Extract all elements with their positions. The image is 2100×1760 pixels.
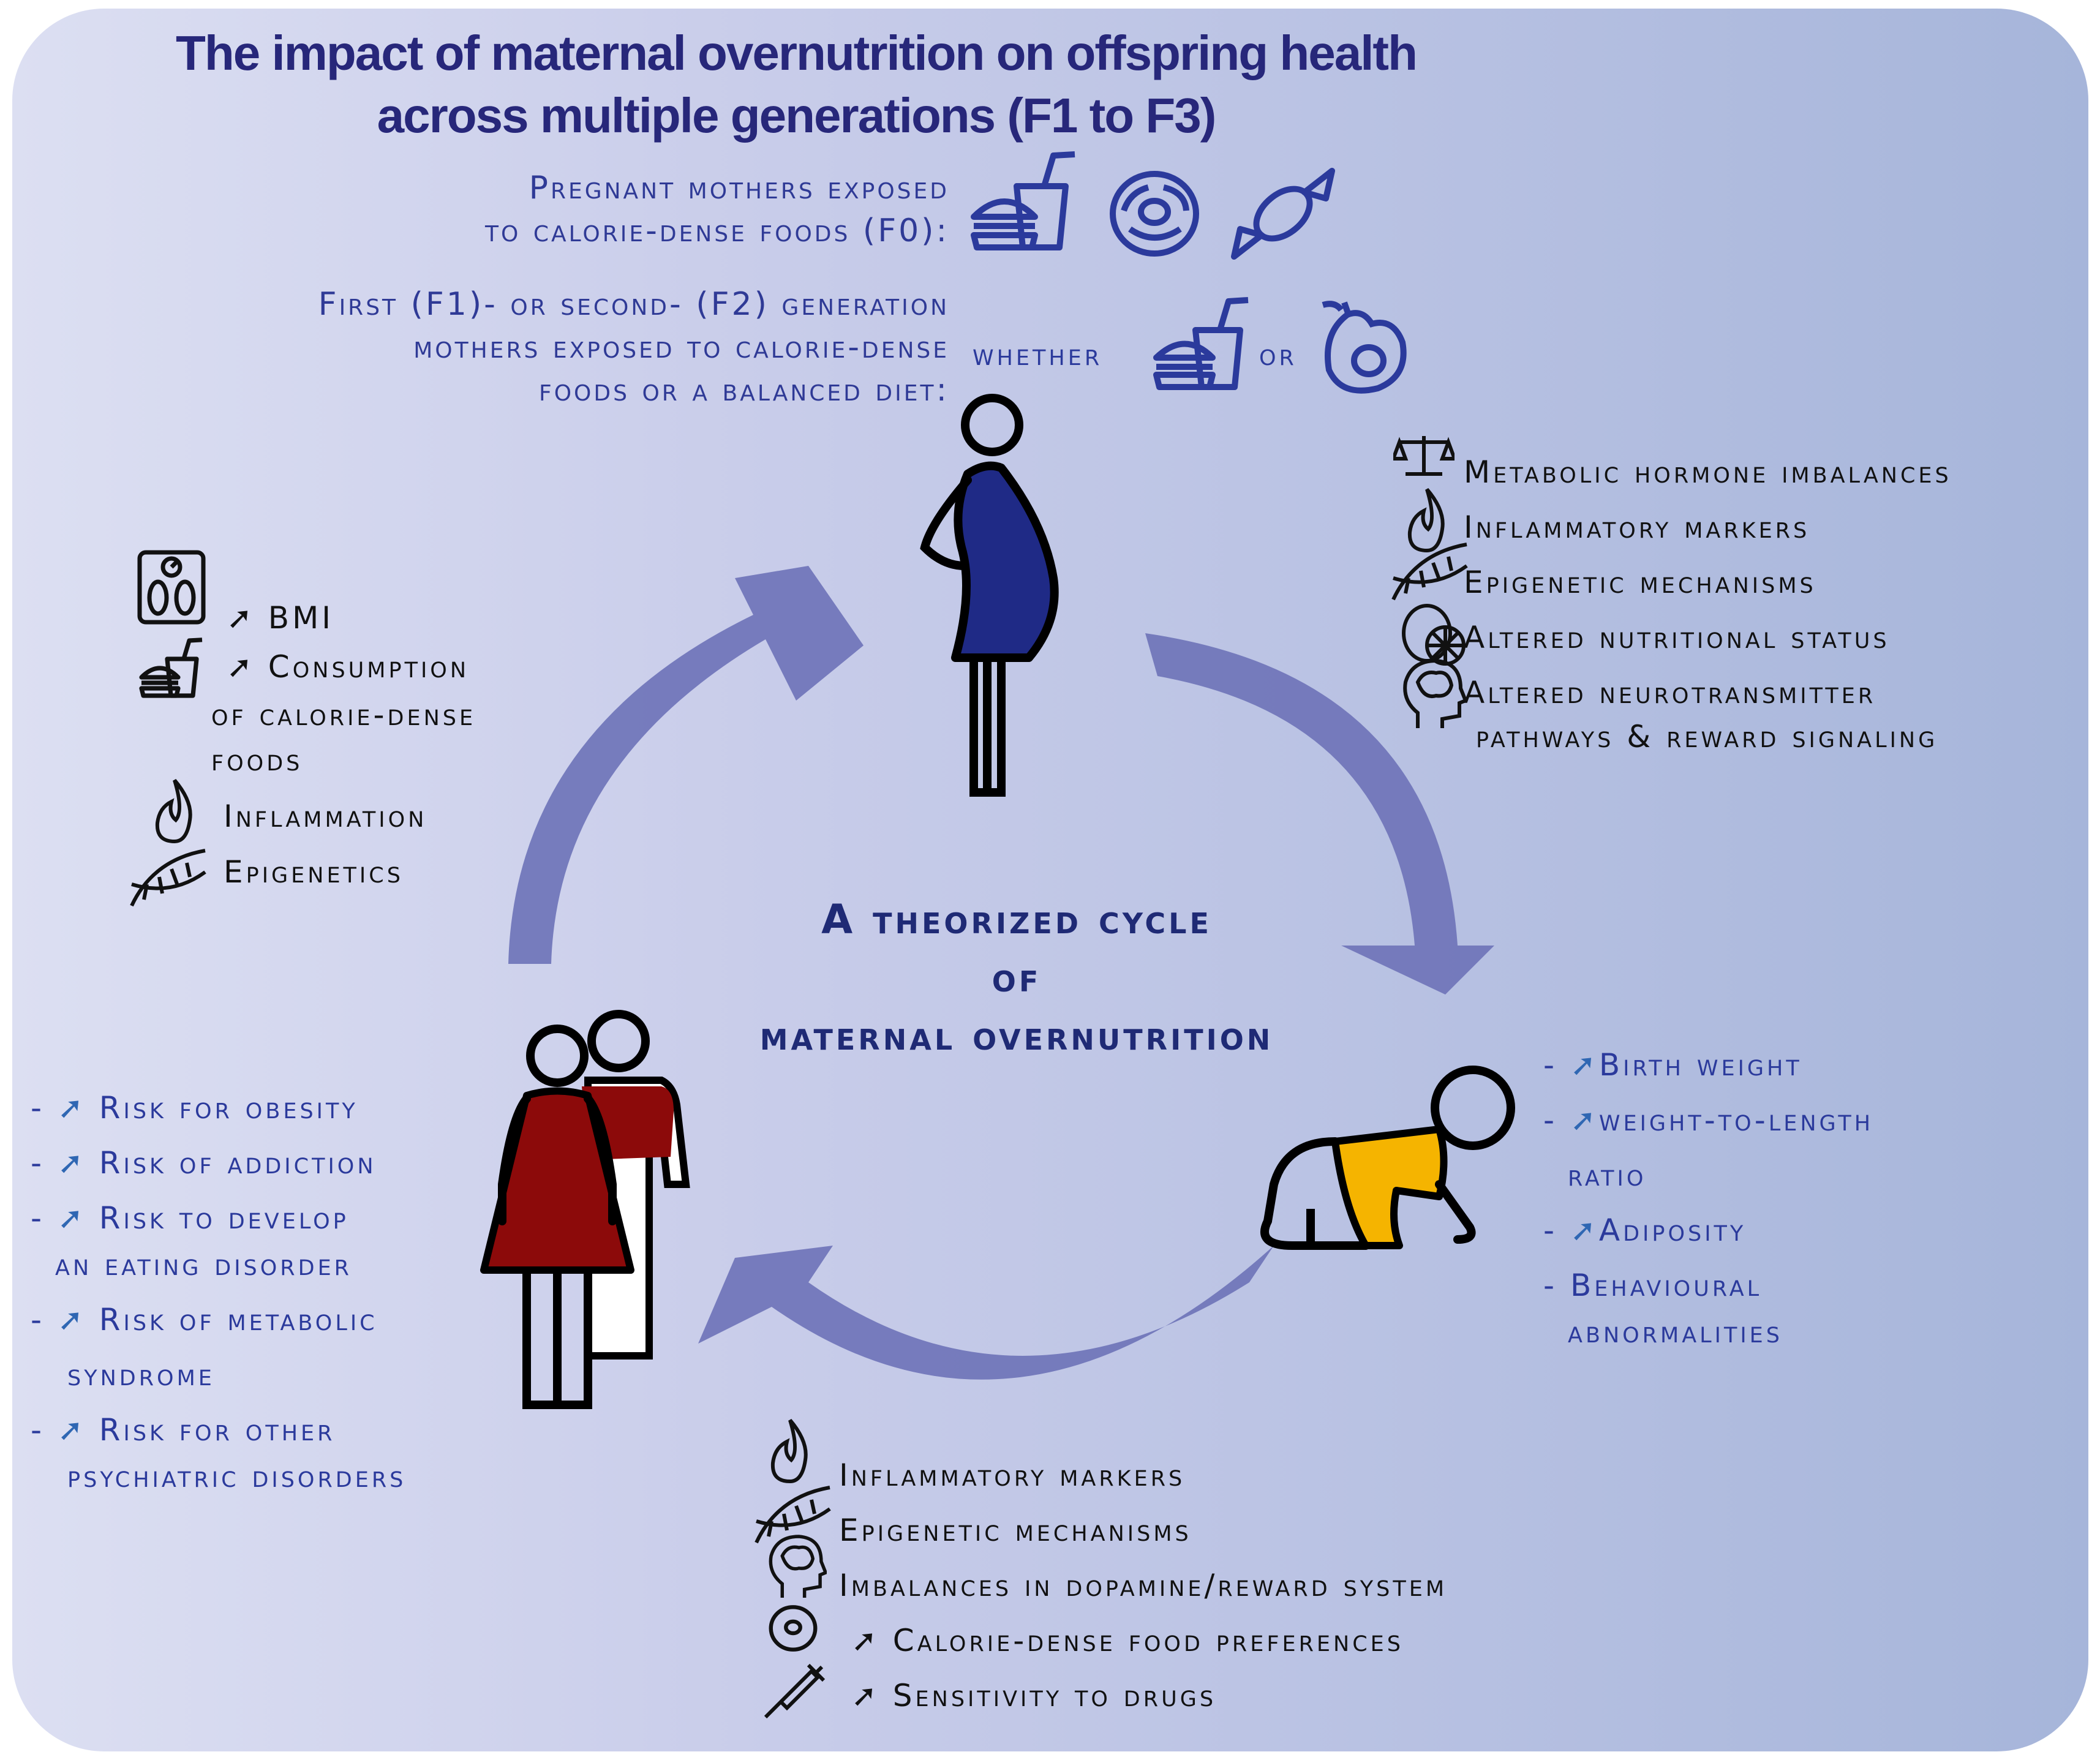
dash: -	[1543, 1102, 1558, 1138]
list-item: Altered neurotransmitter	[1464, 675, 1876, 710]
cycle-center-label: A theorized cycle of maternal overnutrit…	[625, 890, 1409, 1065]
title-line-2: across multiple generations (F1 to F3)	[377, 88, 1217, 143]
infant-effects-list: - ➚Birth weight - ➚weight-to-length rati…	[1543, 1037, 1873, 1359]
list-item: pathways & reward signaling	[1476, 719, 1938, 754]
list-item-continuation: an eating disorder	[55, 1247, 352, 1282]
f1-f2-description: First (F1)- or second- (F2) generation m…	[135, 283, 949, 412]
whether-label: whether	[973, 337, 1103, 372]
f1f2-line-2: mothers exposed to calorie-dense	[413, 329, 949, 366]
brain-head-icon	[1403, 658, 1467, 728]
bathroom-scale-icon	[137, 550, 206, 625]
up-arrow-icon: ➚	[1570, 1213, 1599, 1248]
list-item: Epigenetic mechanisms	[1464, 565, 1816, 600]
up-arrow-icon: ➚	[851, 1678, 893, 1713]
lemon-icon	[1402, 604, 1466, 666]
epigenetics-item: Epigenetics	[224, 854, 404, 890]
up-arrow-icon: ➚	[57, 1145, 86, 1181]
adult-figures	[480, 1010, 690, 1409]
list-item: Inflammatory markers	[1464, 510, 1810, 545]
up-arrow-icon: ➚	[57, 1302, 86, 1337]
up-arrow-icon: ➚	[1570, 1047, 1599, 1083]
flame-icon	[1407, 488, 1445, 553]
arrow-mother-to-infant	[1145, 633, 1494, 995]
f0-line-2: to calorie-dense foods (F0):	[485, 212, 949, 249]
list-item: - ➚ Risk to develop	[31, 1200, 349, 1236]
list-item: - ➚weight-to-length	[1543, 1102, 1874, 1138]
f0-line-1: Pregnant mothers exposed	[529, 170, 949, 206]
list-item-continuation: ratio	[1568, 1157, 1647, 1193]
up-arrow-icon: ➚	[57, 1090, 86, 1126]
dash: -	[1543, 1213, 1558, 1248]
list-item: ➚ Calorie-dense food preferences	[851, 1623, 1404, 1658]
list-item: Imbalances in dopamine/reward system	[839, 1568, 1448, 1603]
f0-description: Pregnant mothers exposed to calorie-dens…	[269, 167, 949, 252]
list-item: Epigenetic mechanisms	[839, 1513, 1192, 1548]
cycle-arrows	[508, 566, 1494, 1380]
or-label: or	[1259, 337, 1297, 372]
up-arrow-icon: ➚	[1570, 1102, 1599, 1138]
title-line-1: The impact of maternal overnutrition on …	[176, 26, 1418, 80]
fast-food-icon	[139, 637, 203, 698]
list-item: - ➚ Risk for obesity	[31, 1090, 358, 1126]
consumption-item-continuation: of calorie-dense foods	[211, 697, 476, 778]
arrow-adult-to-mother	[508, 566, 864, 964]
syringe-icon	[764, 1663, 826, 1719]
flame-icon	[155, 779, 192, 844]
diagram-background: The impact of maternal overnutrition on …	[12, 9, 2088, 1751]
list-item: - ➚ Risk of metabolic	[31, 1302, 378, 1337]
center-line-2: of	[992, 954, 1042, 1001]
scale-balance-icon	[1393, 436, 1455, 476]
dna-icon	[755, 1486, 831, 1544]
flame-icon	[770, 1419, 808, 1484]
brain-head-icon	[769, 1535, 827, 1598]
list-item: - ➚Adiposity	[1543, 1213, 1747, 1248]
up-arrow-icon: ➚	[227, 649, 268, 685]
list-item: - ➚ Risk for other	[31, 1412, 336, 1448]
fast-food-icon	[971, 151, 1075, 250]
infant-figure	[1260, 1066, 1515, 1250]
center-line-1: A theorized cycle	[821, 896, 1212, 943]
f1f2-line-1: First (F1)- or second- (F2) generation	[318, 286, 949, 323]
list-item: - Behavioural	[1543, 1268, 1763, 1303]
list-item: Metabolic hormone imbalances	[1464, 454, 1952, 490]
dna-icon	[1391, 543, 1468, 601]
candy-icon	[1231, 168, 1335, 260]
child-effects-list: Inflammatory markers Epigenetic mechanis…	[839, 1448, 1447, 1723]
list-item: - ➚ Risk of addiction	[31, 1145, 377, 1181]
list-item-continuation: abnormalities	[1568, 1314, 1783, 1350]
donut-icon	[769, 1605, 818, 1652]
up-arrow-icon: ➚	[851, 1623, 893, 1658]
center-line-3: maternal overnutrition	[759, 1012, 1274, 1059]
list-item: Altered nutritional status	[1464, 620, 1890, 655]
donut-icon	[1110, 171, 1199, 257]
dna-icon	[130, 849, 206, 907]
inflammation-item: Inflammation	[224, 799, 427, 834]
list-item-continuation: psychiatric disorders	[67, 1459, 407, 1494]
fast-food-icon	[1153, 297, 1249, 390]
mother-effects-list: Metabolic hormone imbalances Inflammator…	[1464, 445, 1952, 764]
list-item-continuation: syndrome	[67, 1357, 215, 1393]
bmi-item: ➚ BMI	[227, 600, 334, 636]
up-arrow-icon: ➚	[57, 1412, 86, 1448]
consumption-item: ➚ Consumption	[227, 649, 470, 685]
list-item: ➚ Sensitivity to drugs	[851, 1678, 1217, 1713]
up-arrow-icon: ➚	[57, 1200, 86, 1236]
adult-risks-list: - ➚ Risk for obesity - ➚ Risk of addicti…	[31, 1080, 406, 1504]
avocado-icon	[1322, 301, 1407, 394]
pregnant-mother-figure	[920, 394, 1059, 797]
dash: -	[1543, 1047, 1558, 1083]
dash: -	[1543, 1268, 1558, 1303]
up-arrow-icon: ➚	[227, 600, 268, 636]
list-item: - ➚Birth weight	[1543, 1047, 1802, 1083]
f1f2-line-3: foods or a balanced diet:	[538, 372, 949, 408]
list-item: Inflammatory markers	[839, 1457, 1186, 1493]
arrow-child-to-adult	[698, 1246, 1274, 1380]
